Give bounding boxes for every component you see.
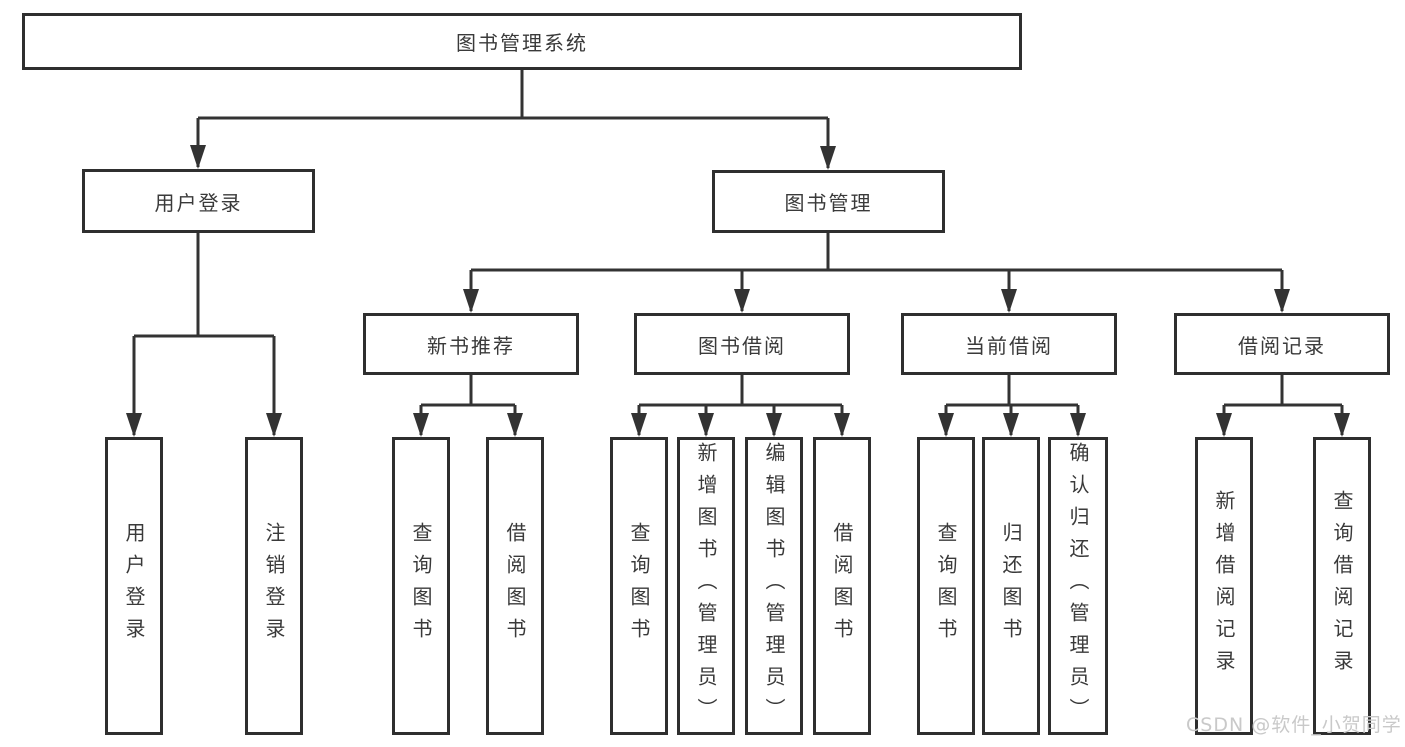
leaf-cb-confirm-return-admin: 确认归还（管理员） (1048, 437, 1108, 735)
arrow-down-icon (1216, 413, 1232, 437)
leaf-cb-query-books: 查询图书 (917, 437, 975, 735)
arrow-down-icon (1274, 289, 1290, 313)
arrow-down-icon (1070, 413, 1086, 437)
arrow-down-icon (631, 413, 647, 437)
leaf-nb-query-books: 查询图书 (392, 437, 450, 735)
node-label: 查询图书 (934, 522, 958, 650)
leaf-bb-borrow-books: 借阅图书 (813, 437, 871, 735)
edge-book-management-to-level3 (463, 233, 1290, 313)
arrow-down-icon (190, 145, 206, 169)
edge-new-book-recommend-to-leaves (413, 375, 523, 437)
node-label: 归还图书 (999, 522, 1023, 650)
csdn-watermark: CSDN @软件_小贺同学 (1186, 714, 1402, 736)
edge-book-borrowing-to-leaves (631, 375, 850, 437)
leaf-br-query-borrow-record: 查询借阅记录 (1313, 437, 1371, 735)
node-label: 用户登录 (154, 190, 243, 215)
arrow-down-icon (820, 146, 836, 170)
leaf-logout-login: 注销登录 (245, 437, 303, 735)
node-label: 编辑图书（管理员） (762, 442, 786, 730)
arrow-down-icon (1003, 413, 1019, 437)
node-new-book-recommend: 新书推荐 (363, 313, 579, 375)
leaf-bb-edit-books-admin: 编辑图书（管理员） (745, 437, 803, 735)
arrow-down-icon (938, 413, 954, 437)
node-label: 新增借阅记录 (1212, 490, 1236, 682)
node-book-management: 图书管理 (712, 170, 945, 233)
node-user-login: 用户登录 (82, 169, 315, 233)
node-label: 查询图书 (627, 522, 651, 650)
node-label: 用户登录 (122, 522, 146, 650)
arrow-down-icon (413, 413, 429, 437)
arrow-down-icon (266, 413, 282, 437)
node-book-borrowing: 图书借阅 (634, 313, 850, 375)
edge-current-borrowing-to-leaves (938, 375, 1086, 437)
node-label: 注销登录 (262, 522, 286, 650)
edge-user-login-to-leaves (126, 233, 282, 437)
leaf-nb-borrow-books: 借阅图书 (486, 437, 544, 735)
arrow-down-icon (507, 413, 523, 437)
node-root-system: 图书管理系统 (22, 13, 1022, 70)
leaf-cb-return-books: 归还图书 (982, 437, 1040, 735)
node-label: 查询图书 (409, 522, 433, 650)
leaf-user-login: 用户登录 (105, 437, 163, 735)
node-label: 图书借阅 (698, 333, 786, 358)
node-borrowing-records: 借阅记录 (1174, 313, 1390, 375)
node-label: 借阅图书 (830, 522, 854, 650)
node-label: 新增图书（管理员） (694, 442, 718, 730)
arrow-down-icon (1001, 289, 1017, 313)
node-label: 图书管理 (784, 191, 873, 215)
node-label: 借阅记录 (1238, 333, 1326, 358)
leaf-bb-add-books-admin: 新增图书（管理员） (677, 437, 735, 735)
arrow-down-icon (126, 413, 142, 437)
arrow-down-icon (834, 413, 850, 437)
node-current-borrowing: 当前借阅 (901, 313, 1117, 375)
arrow-down-icon (1334, 413, 1350, 437)
arrow-down-icon (734, 289, 750, 313)
arrow-down-icon (698, 413, 714, 437)
leaf-bb-query-books: 查询图书 (610, 437, 668, 735)
leaf-br-add-borrow-record: 新增借阅记录 (1195, 437, 1253, 735)
node-label: 借阅图书 (503, 522, 527, 650)
node-label: 图书管理系统 (456, 31, 588, 55)
node-label: 查询借阅记录 (1330, 490, 1354, 682)
edge-root-to-level2 (190, 70, 836, 170)
node-label: 当前借阅 (965, 333, 1053, 358)
edge-borrowing-records-to-leaves (1216, 375, 1350, 437)
arrow-down-icon (463, 289, 479, 313)
node-label: 确认归还（管理员） (1066, 442, 1090, 730)
arrow-down-icon (766, 413, 782, 437)
node-label: 新书推荐 (427, 333, 515, 358)
